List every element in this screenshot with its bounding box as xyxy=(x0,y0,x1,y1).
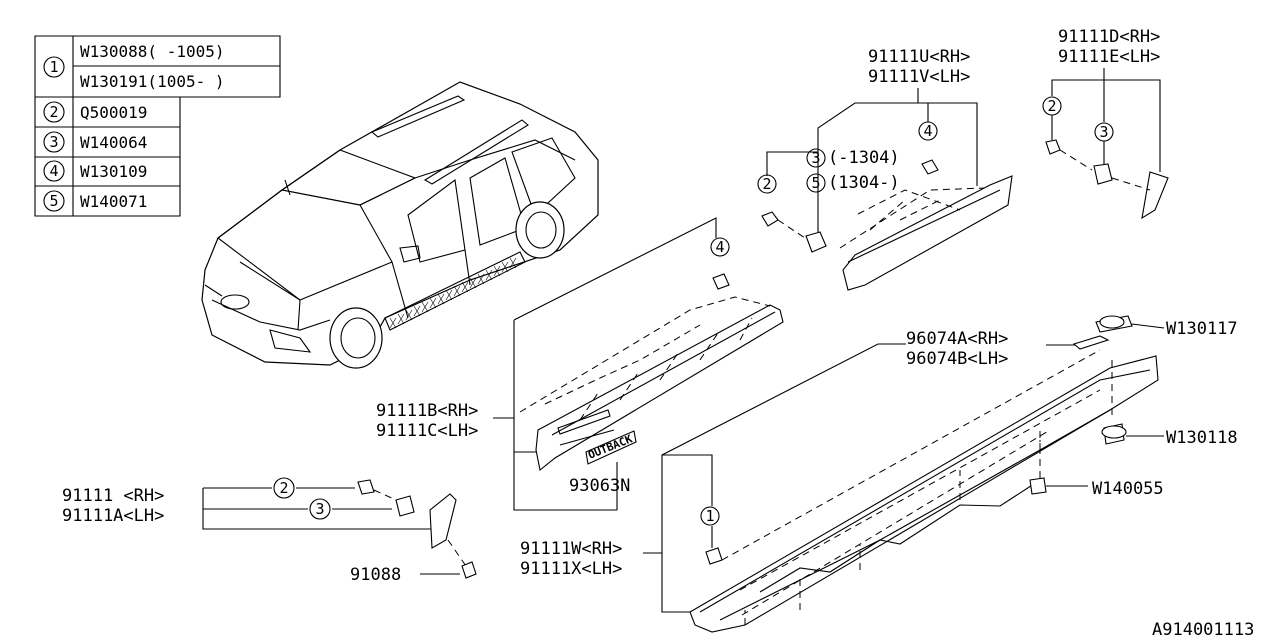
label-91111v-lh: 91111V<LH> xyxy=(868,67,970,87)
legend-code-4: W130109 xyxy=(80,162,147,181)
label-96074a-rh: 96074A<RH> xyxy=(906,329,1008,349)
legend-no-1: 1 xyxy=(49,58,58,76)
label-91111d-rh: 91111D<RH> xyxy=(1058,27,1160,47)
legend-code-1a: W130088( -1005) xyxy=(80,42,225,61)
label-91088: 91088 xyxy=(350,565,401,585)
legend-table: 1 W130088( -1005) W130191(1005- ) 2 Q500… xyxy=(34,35,281,217)
callout-2-d: 2 xyxy=(1047,97,1056,115)
label-91111u-rh: 91111U<RH> xyxy=(868,47,970,67)
callout-4-b: 4 xyxy=(715,238,724,256)
callout-2-u: 2 xyxy=(762,175,771,193)
label-91111b-rh: 91111B<RH> xyxy=(376,401,478,421)
group-91111b: 4 91111B<RH> 91111C<LH> OUTBACK 93063N xyxy=(376,217,784,511)
callout-4-u: 4 xyxy=(923,122,932,140)
callout-3-a: 3 xyxy=(315,500,324,518)
legend-code-2: Q500019 xyxy=(80,103,147,122)
label-93063n: 93063N xyxy=(569,476,630,496)
label-96074b-lh: 96074B<LH> xyxy=(906,349,1008,369)
legend-no-3: 3 xyxy=(49,133,58,151)
callout-2-a: 2 xyxy=(279,479,288,497)
drawing-number: A914001113 xyxy=(1152,620,1254,640)
label-91111x-lh: 91111X<LH> xyxy=(520,559,622,579)
legend-code-3: W140064 xyxy=(80,133,147,152)
legend-no-4: 4 xyxy=(49,162,58,180)
legend-no-5: 5 xyxy=(49,192,58,210)
range-5-u: (1304-) xyxy=(828,173,900,193)
label-w130118: W130118 xyxy=(1166,428,1238,448)
label-91111e-lh: 91111E<LH> xyxy=(1058,47,1160,67)
group-91111: 91111 <RH> 91111A<LH> 2 3 91088 xyxy=(62,477,477,585)
group-91111u: 91111U<RH> 91111V<LH> 2 4 3 (-1304) 5 (1… xyxy=(757,47,1013,291)
callout-3-u: 3 xyxy=(811,149,820,167)
group-91111w: 96074A<RH> 96074B<LH> 1 W130117 W130118 … xyxy=(520,315,1238,633)
callout-3-d: 3 xyxy=(1099,123,1108,141)
label-w130117: W130117 xyxy=(1166,319,1238,339)
legend-code-1b: W130191(1005- ) xyxy=(80,72,225,91)
legend-code-5: W140071 xyxy=(80,192,147,211)
callout-1-w: 1 xyxy=(705,507,714,525)
callout-5-u: 5 xyxy=(811,174,820,192)
label-91111a-lh: 91111A<LH> xyxy=(62,506,164,526)
label-91111c-lh: 91111C<LH> xyxy=(376,421,478,441)
vehicle-illustration xyxy=(201,81,599,369)
group-91111d: 91111D<RH> 91111E<LH> 2 3 xyxy=(1042,27,1169,220)
emblem-outback-text: OUTBACK xyxy=(586,432,634,462)
legend-no-2: 2 xyxy=(49,103,58,121)
label-91111-rh: 91111 <RH> xyxy=(62,486,164,506)
range-3-u: (-1304) xyxy=(828,148,900,168)
label-91111w-rh: 91111W<RH> xyxy=(520,539,622,559)
label-w140055: W140055 xyxy=(1092,479,1164,499)
